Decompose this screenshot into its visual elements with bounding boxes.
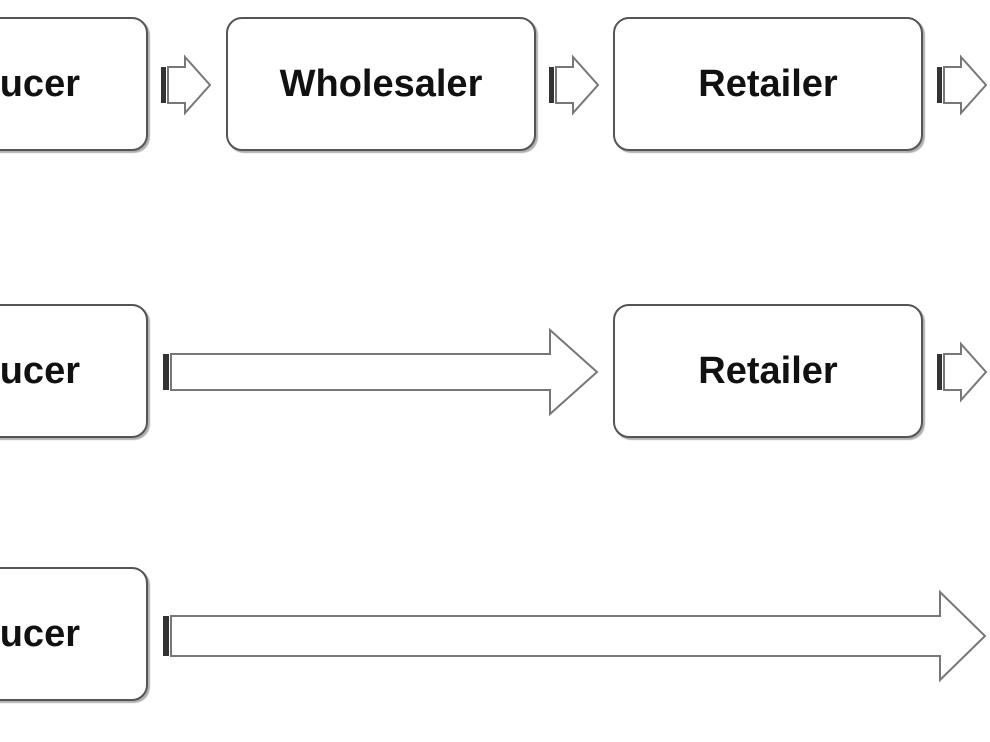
arrow-right-icon xyxy=(549,54,600,116)
node-label: ucer xyxy=(0,612,80,655)
retailer-node-row2: Retailer xyxy=(613,304,923,438)
arrow-right-icon xyxy=(161,54,212,116)
producer-node-row1: ucer xyxy=(0,17,148,151)
node-label: ucer xyxy=(0,349,80,392)
arrow-right-icon xyxy=(163,327,599,417)
node-label: Retailer xyxy=(698,349,838,392)
node-label: Retailer xyxy=(698,62,838,105)
retailer-node-row1: Retailer xyxy=(613,17,923,151)
node-label: Wholesaler xyxy=(279,62,483,105)
producer-node-row2: ucer xyxy=(0,304,148,438)
arrow-right-icon xyxy=(937,54,988,116)
arrow-right-icon xyxy=(163,589,987,683)
wholesaler-node-row1: Wholesaler xyxy=(226,17,536,151)
arrow-right-icon xyxy=(937,341,988,403)
producer-node-row3: ucer xyxy=(0,567,148,701)
node-label: ucer xyxy=(0,62,80,105)
